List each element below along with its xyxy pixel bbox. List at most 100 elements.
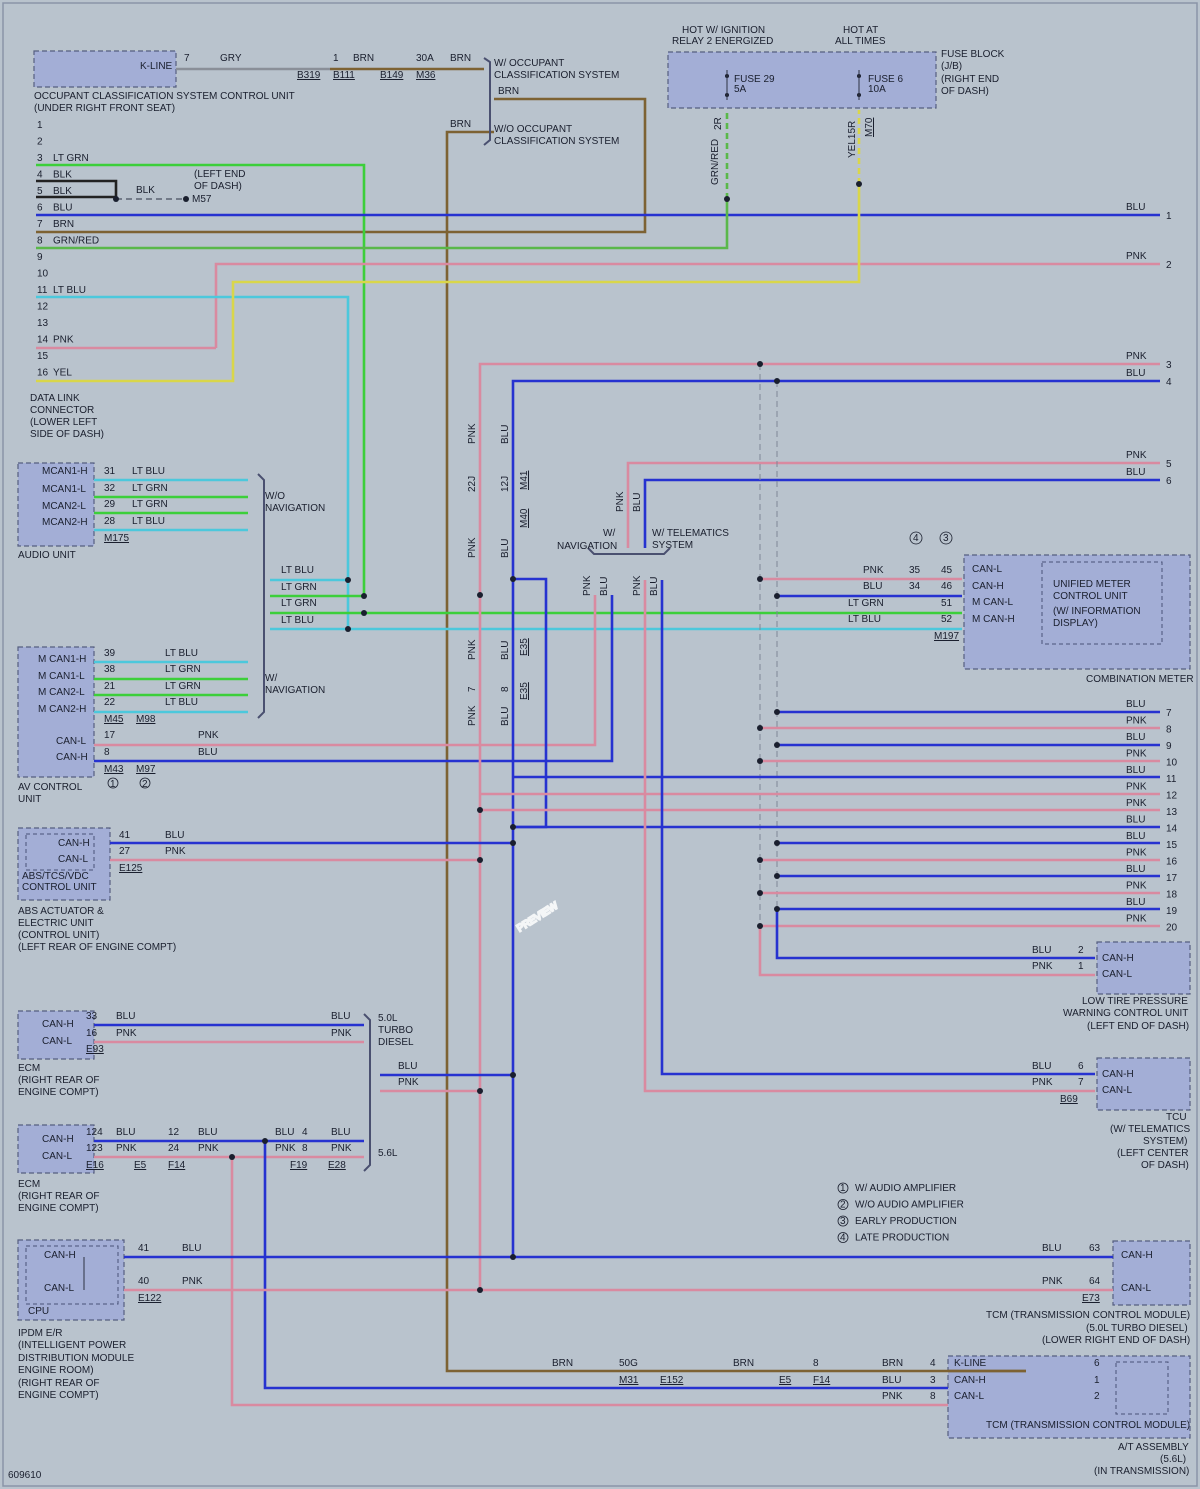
right-ref-1: 1	[1166, 211, 1172, 222]
ecm1-1: ECM	[18, 1063, 40, 1074]
abs-inner-1: ABS/TCS/VDC	[22, 871, 89, 882]
right-ref-18: 18	[1166, 890, 1178, 901]
ecm-56l-box	[17, 1124, 95, 1174]
conn-e93: E93	[86, 1044, 104, 1055]
dlc-pin-12: 12	[37, 302, 49, 313]
tcu-1: TCU	[1166, 1112, 1187, 1123]
tcm1-pin-canh: CAN-H	[1121, 1250, 1153, 1261]
pin-33: 33	[86, 1011, 98, 1022]
pin-30a: 30A	[416, 53, 434, 64]
hot-all-2: ALL TIMES	[835, 36, 886, 47]
pin-7b: 7	[1078, 1077, 1084, 1088]
w-nav2-2: NAVIGATION	[557, 541, 617, 552]
wire-ltpw-canh-blu	[775, 909, 1095, 960]
wl-tcm-blu: BLU	[882, 1375, 901, 1386]
wl-bottom-brn-1: BRN	[552, 1358, 573, 1369]
wire-label-yel15r: YEL15R	[847, 121, 858, 158]
right-ref-13: 13	[1166, 807, 1178, 818]
w-occ-label-1: W/ OCCUPANT	[494, 58, 564, 69]
pin-1: 1	[333, 53, 339, 64]
ltpw-3: (LEFT END OF DASH)	[1087, 1021, 1189, 1032]
right-ref-color-18: PNK	[1126, 881, 1147, 892]
ecm1-pin-canl: CAN-L	[42, 1036, 72, 1047]
ecm2-1: ECM	[18, 1179, 40, 1190]
audio-unit-box	[17, 462, 95, 547]
umcu-1: UNIFIED METER	[1053, 579, 1131, 590]
wl-bus-ltblu-2: LT BLU	[281, 615, 314, 626]
tcm-turbo-3: (LOWER RIGHT END OF DASH)	[1042, 1335, 1190, 1346]
note-num-1: 1	[110, 779, 116, 790]
wire-tcu-canl-pnk	[643, 580, 1095, 1093]
wl-ltgrn-a1: LT GRN	[132, 483, 168, 494]
pin-124: 124	[86, 1127, 103, 1138]
right-ref-5: 5	[1166, 459, 1172, 470]
conn-f19: F19	[290, 1160, 308, 1171]
audio-unit-label: AUDIO UNIT	[18, 550, 76, 561]
engine-56l: 5.6L	[378, 1148, 398, 1159]
wire-label-brn-2: BRN	[450, 53, 471, 64]
left-end-2: OF DASH)	[194, 181, 242, 192]
dlc-pin-7: 7	[37, 219, 43, 230]
right-ref-color-7: BLU	[1126, 699, 1145, 710]
tcu-4: (LEFT CENTER	[1117, 1148, 1189, 1159]
pin-12: 12	[168, 1127, 180, 1138]
conn-f14b: F14	[813, 1375, 831, 1386]
note-badge-3	[837, 1215, 849, 1227]
vlabel-pnk-3: PNK	[467, 639, 478, 660]
wl-ltgrn-a2: LT GRN	[132, 499, 168, 510]
wire-label-grnred: GRN/RED	[710, 139, 721, 185]
pin-51: 51	[941, 598, 953, 609]
fuse-29-rating: 5A	[734, 84, 747, 95]
tcm-turbo-box	[1112, 1240, 1191, 1306]
hot-ign-1: HOT W/ IGNITION	[682, 25, 765, 36]
pin-7: 7	[184, 53, 190, 64]
right-ref-color-9: BLU	[1126, 732, 1145, 743]
pin-46: 46	[941, 581, 953, 592]
ipdm-3: DISTRIBUTION MODULE	[18, 1353, 134, 1364]
wl-tcm1-pnk: PNK	[1042, 1276, 1063, 1287]
wl-av-ltblu-1: LT BLU	[165, 648, 198, 659]
dlc-pin-11: 11	[37, 285, 48, 296]
note-num-2: 2	[142, 779, 148, 790]
conn-m98: M98	[136, 714, 156, 725]
dlc-wire-8: GRN/RED	[53, 236, 99, 247]
w-telematics-1: W/ TELEMATICS	[652, 528, 729, 539]
turbo-1: 5.0L	[378, 1013, 398, 1024]
hot-all-1: HOT AT	[843, 25, 878, 36]
wire-ref3-pnk	[478, 362, 1160, 595]
low-tire-pressure-box	[1096, 941, 1191, 995]
ipdm-pin-canh: CAN-H	[44, 1250, 76, 1261]
right-ref-color-16: PNK	[1126, 848, 1147, 859]
right-edge-refs: 1BLU2PNK3PNK4BLU5PNK6BLU7BLU8PNK9BLU10PN…	[1126, 202, 1178, 934]
wl-ipdm-pnk: PNK	[182, 1276, 203, 1287]
wl-av-ltgrn-1: LT GRN	[165, 664, 201, 675]
pin-2: 2	[1078, 945, 1084, 956]
ltpw-1: LOW TIRE PRESSURE	[1082, 996, 1188, 1007]
wl-ipdm-blu: BLU	[182, 1243, 201, 1254]
vlabel-pnk-5: PNK	[582, 575, 593, 596]
wl-meter-blu: BLU	[863, 581, 882, 592]
wl-ecm2-blu-3: BLU	[275, 1127, 294, 1138]
meter-pin-mcanh: M CAN-H	[972, 614, 1015, 625]
pin-1c: 1	[1094, 1375, 1100, 1386]
pin-3: 3	[930, 1375, 936, 1386]
conn-b69: M40	[519, 508, 530, 528]
vlabel-blu-7: BLU	[649, 577, 660, 596]
wl-ecm1-pnk: PNK	[116, 1028, 137, 1039]
pin-22j: 22J	[467, 476, 478, 492]
abs-pin-canl: CAN-L	[58, 854, 88, 865]
pin-8d: 8	[930, 1391, 936, 1402]
fuse-29-label: FUSE 29	[734, 74, 775, 85]
pin-22: 22	[104, 697, 116, 708]
dlc-wire-4: BLK	[53, 170, 72, 181]
wl-ecm2-blu: BLU	[116, 1127, 135, 1138]
ipdm-pin-canl: CAN-L	[44, 1283, 74, 1294]
note-text-4: LATE PRODUCTION	[855, 1233, 949, 1244]
tcm-turbo-2: (5.0L TURBO DIESEL)	[1086, 1323, 1188, 1334]
dlc-label-4: SIDE OF DASH)	[30, 429, 104, 440]
pin-35: 35	[909, 565, 921, 576]
fuse-6-label: FUSE 6	[868, 74, 903, 85]
wl-merge-blu: BLU	[398, 1061, 417, 1072]
